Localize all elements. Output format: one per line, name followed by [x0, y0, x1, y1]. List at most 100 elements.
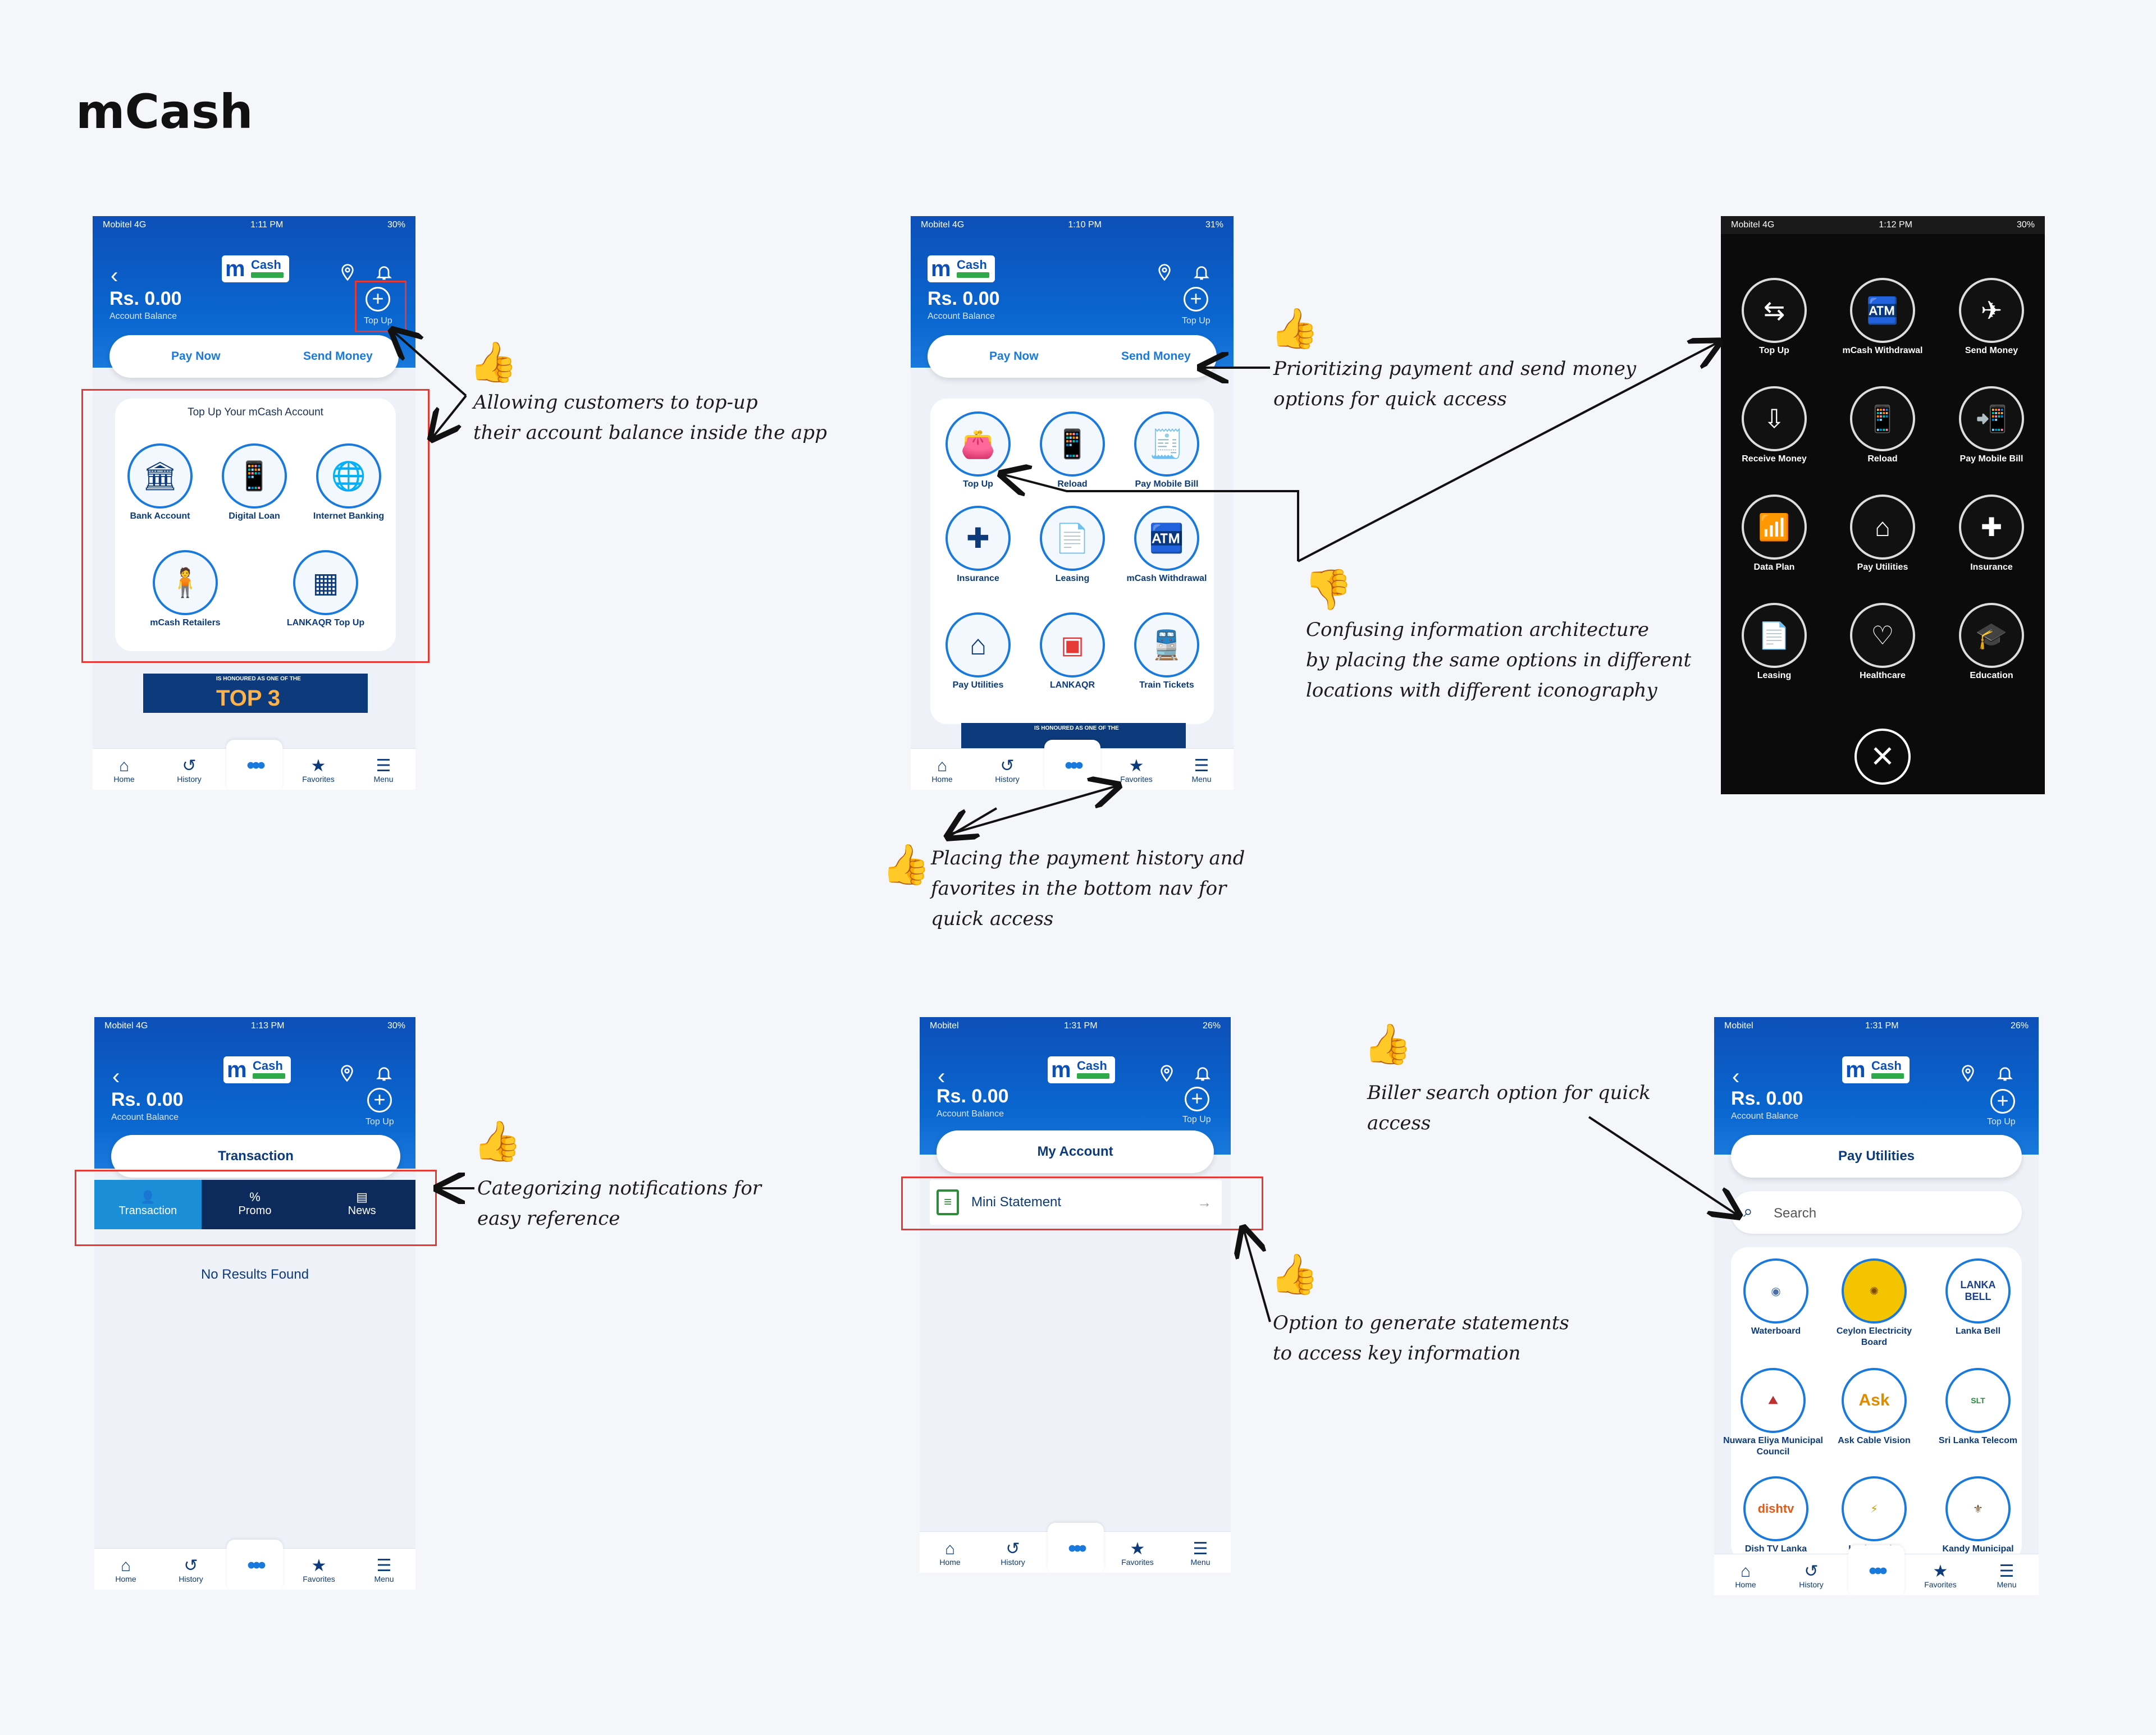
nav-history[interactable]: ↺History — [985, 758, 1030, 784]
pay-now-button[interactable]: Pay Now — [989, 350, 1039, 363]
tab-promo[interactable]: %Promo — [201, 1180, 309, 1229]
service-leasing[interactable]: 📄Leasing — [1027, 506, 1117, 584]
notification-tabs: 👤Transaction %Promo ▤News — [94, 1180, 415, 1229]
location-pin-icon[interactable] — [1959, 1064, 1977, 1082]
service-top-up[interactable]: 👛Top Up — [933, 411, 1023, 490]
nav-menu[interactable]: ☰Menu — [361, 758, 406, 784]
send-money-button[interactable]: Send Money — [1121, 350, 1191, 363]
option-lankaqr-topup[interactable]: ▦LANKAQR Top Up — [278, 550, 373, 629]
tab-transaction[interactable]: 👤Transaction — [94, 1180, 202, 1229]
overlay-top-up[interactable]: ⇆Top Up — [1721, 278, 1828, 356]
overlay-leasing[interactable]: 📄Leasing — [1721, 603, 1828, 681]
overlay-education[interactable]: 🎓Education — [1938, 603, 2045, 681]
top-up-plus-icon[interactable]: + — [1990, 1089, 2015, 1114]
back-icon[interactable]: ‹ — [1732, 1064, 1740, 1089]
nav-menu[interactable]: ☰Menu — [362, 1558, 406, 1584]
location-pin-icon[interactable] — [1155, 263, 1173, 281]
overlay-pay-utilities[interactable]: ⌂Pay Utilities — [1829, 495, 1936, 573]
service-reload[interactable]: 📱Reload — [1027, 411, 1117, 490]
top-up-plus-icon[interactable]: + — [367, 1088, 392, 1113]
biller-leco[interactable]: ⚡Lanka ...city — [1824, 1476, 1925, 1555]
apps-grid-icon[interactable]: ••• — [1044, 740, 1100, 790]
nav-home[interactable]: ⌂Home — [928, 1541, 972, 1567]
location-pin-icon[interactable] — [1158, 1064, 1176, 1082]
nav-menu[interactable]: ☰Menu — [1179, 758, 1224, 784]
nav-favorites[interactable]: ★Favorites — [1115, 1541, 1160, 1567]
location-pin-icon[interactable] — [338, 1064, 356, 1082]
overlay-pay-mobile-bill[interactable]: 📲Pay Mobile Bill — [1938, 386, 2045, 465]
location-pin-icon[interactable] — [339, 263, 357, 281]
back-icon[interactable]: ‹ — [111, 263, 118, 288]
apps-grid-icon[interactable]: ••• — [1848, 1545, 1904, 1595]
back-icon[interactable]: ‹ — [938, 1064, 945, 1089]
pay-now-button[interactable]: Pay Now — [171, 350, 221, 363]
notification-bell-icon[interactable] — [1193, 263, 1211, 281]
close-overlay-button[interactable]: × — [1854, 729, 1911, 785]
mini-statement-row[interactable]: ≡ Mini Statement → — [930, 1180, 1222, 1225]
biller-nuwara-eliya[interactable]: ⛰Nuwara Eliya Municipal Council — [1723, 1368, 1824, 1458]
nav-menu[interactable]: ☰Menu — [1984, 1563, 2029, 1590]
carrier-label: Mobitel 4G — [103, 220, 147, 230]
promo-banner[interactable]: IS HONOURED AS ONE OF THE TOP 3 — [143, 674, 368, 713]
nav-history[interactable]: ↺History — [168, 1558, 213, 1584]
overlay-reload[interactable]: 📱Reload — [1829, 386, 1936, 465]
apps-grid-icon[interactable]: ••• — [1048, 1523, 1104, 1573]
arrow-to-mini-statement — [1244, 1229, 1271, 1322]
nav-history[interactable]: ↺History — [990, 1541, 1035, 1567]
insurance-icon: ✚ — [966, 523, 990, 554]
option-internet-banking[interactable]: 🌐Internet Banking — [304, 443, 394, 522]
send-money-button[interactable]: Send Money — [303, 350, 373, 363]
nav-favorites[interactable]: ★Favorites — [296, 1558, 341, 1584]
apps-grid-icon[interactable]: ••• — [226, 740, 282, 790]
notification-bell-icon[interactable] — [1996, 1064, 2014, 1082]
nav-home[interactable]: ⌂Home — [920, 758, 965, 784]
option-bank-account[interactable]: 🏛Bank Account — [115, 443, 205, 522]
bottom-nav: ⌂Home ↺History ••• ★Favorites ☰Menu — [911, 740, 1234, 790]
tab-news[interactable]: ▤News — [308, 1180, 415, 1229]
top-up-plus-icon[interactable]: + — [1184, 287, 1208, 312]
nav-favorites[interactable]: ★Favorites — [1918, 1563, 1963, 1590]
service-lankaqr[interactable]: ▣LANKAQR — [1027, 612, 1117, 691]
overlay-data-plan[interactable]: 📶Data Plan — [1721, 495, 1828, 573]
notification-bell-icon[interactable] — [375, 1064, 393, 1082]
service-mcash-withdrawal[interactable]: 🏧mCash Withdrawal — [1122, 506, 1212, 584]
biller-waterboard[interactable]: ◉Waterboard — [1728, 1258, 1824, 1337]
service-train-tickets[interactable]: 🚆Train Tickets — [1122, 612, 1212, 691]
balance-amount: Rs. 0.00 — [111, 1089, 184, 1110]
nav-menu[interactable]: ☰Menu — [1178, 1541, 1223, 1567]
biller-kandy-municipal[interactable]: ⚜Kandy Municipal — [1927, 1476, 2029, 1555]
service-insurance[interactable]: ✚Insurance — [933, 506, 1023, 584]
carrier-label: Mobitel — [930, 1021, 959, 1031]
overlay-insurance[interactable]: ✚Insurance — [1938, 495, 2045, 573]
back-icon[interactable]: ‹ — [112, 1064, 120, 1089]
home-icon: ⌂ — [118, 757, 130, 775]
apps-grid-icon[interactable]: ••• — [227, 1540, 283, 1590]
service-pay-utilities[interactable]: ⌂Pay Utilities — [933, 612, 1023, 691]
nav-home[interactable]: ⌂Home — [102, 758, 147, 784]
top-up-plus-icon[interactable]: + — [1185, 1087, 1209, 1111]
overlay-receive-money[interactable]: ⇩Receive Money — [1721, 386, 1828, 465]
nav-history[interactable]: ↺History — [1789, 1563, 1834, 1590]
option-digital-loan[interactable]: 📱Digital Loan — [209, 443, 299, 522]
nav-home[interactable]: ⌂Home — [1723, 1563, 1768, 1590]
overlay-healthcare[interactable]: ♡Healthcare — [1829, 603, 1936, 681]
nav-home[interactable]: ⌂Home — [103, 1558, 148, 1584]
option-mcash-retailers[interactable]: 🧍mCash Retailers — [138, 550, 233, 629]
nav-history[interactable]: ↺History — [167, 758, 212, 784]
biller-search-bar[interactable]: ⌕ Search — [1731, 1191, 2022, 1234]
nav-favorites[interactable]: ★Favorites — [296, 758, 341, 784]
mini-statement-label: Mini Statement — [971, 1194, 1062, 1210]
overlay-send-money[interactable]: ✈Send Money — [1938, 278, 2045, 356]
service-pay-mobile-bill[interactable]: 🧾Pay Mobile Bill — [1122, 411, 1212, 490]
search-input[interactable]: Search — [1774, 1206, 1817, 1221]
overlay-mcash-withdrawal[interactable]: 🏧mCash Withdrawal — [1829, 278, 1936, 356]
notification-bell-icon[interactable] — [1194, 1064, 1212, 1082]
biller-ceylon-electricity[interactable]: ✺Ceylon Electricity Board — [1824, 1258, 1925, 1348]
top-up-plus-icon[interactable]: + — [366, 287, 390, 312]
nav-favorites[interactable]: ★Favorites — [1114, 758, 1159, 784]
notification-bell-icon[interactable] — [375, 263, 393, 281]
